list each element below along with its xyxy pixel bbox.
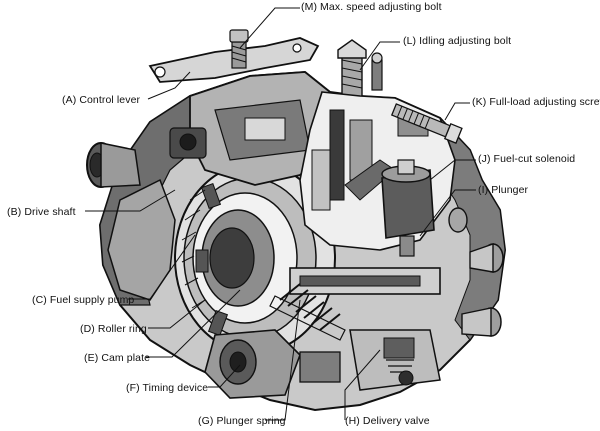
label-plunger-spring: (G) Plunger spring: [198, 415, 286, 427]
label-cam-plate: (E) Cam plate: [84, 352, 151, 364]
plunger-assembly: [269, 267, 441, 341]
label-idling-adjusting-bolt: (L) Idling adjusting bolt: [403, 35, 512, 47]
delivery-fittings: [448, 207, 504, 337]
label-roller-ring: (D) Roller ring: [80, 323, 147, 335]
label-control-lever: (A) Control lever: [62, 94, 141, 106]
label-drive-shaft: (B) Drive shaft: [7, 206, 76, 218]
label-full-load-adjusting-screw: (K) Full-load adjusting screw: [472, 96, 600, 108]
front-discs: [174, 162, 336, 354]
label-plunger: (I) Plunger: [478, 184, 529, 196]
fuel-cut-solenoid: [381, 159, 435, 257]
label-delivery-valve: (H) Delivery valve: [345, 415, 430, 427]
label-timing-device: (F) Timing device: [126, 382, 209, 394]
label-fuel-cut-solenoid: (J) Fuel-cut solenoid: [478, 153, 576, 165]
label-fuel-supply-pump: (C) Fuel supply pump: [32, 294, 135, 306]
delivery-valve: [349, 329, 441, 391]
control-lever: [148, 29, 320, 83]
leader-lines: [85, 7, 476, 421]
full-load-screw: [390, 103, 463, 144]
timing-device: [204, 329, 341, 399]
label-max-speed-adjusting-bolt: (M) Max. speed adjusting bolt: [301, 1, 442, 13]
